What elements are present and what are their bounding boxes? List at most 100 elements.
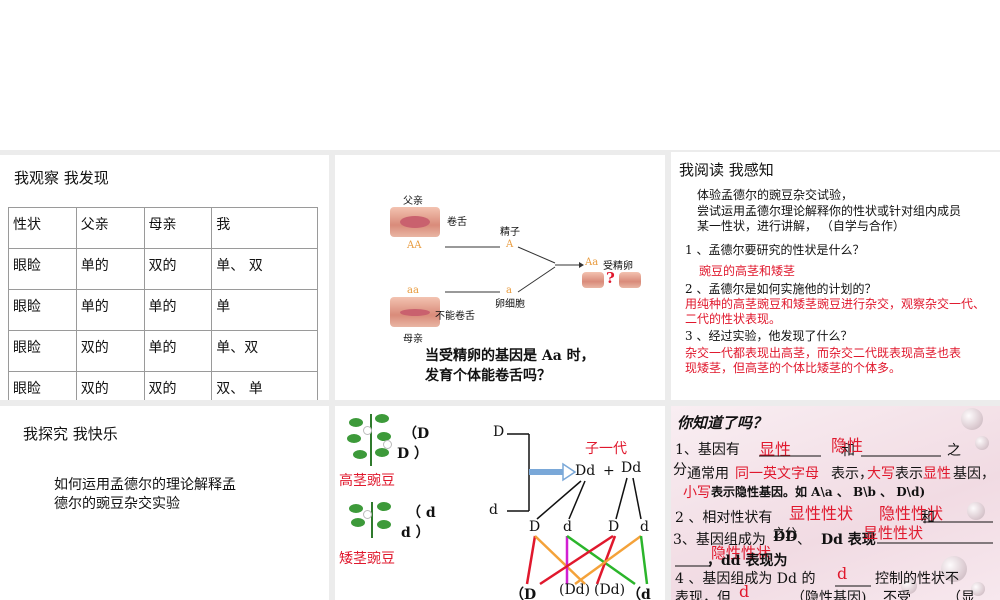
blank-underlines xyxy=(675,455,993,587)
body-line-2: 德尔的豌豆杂交实验 xyxy=(54,496,180,512)
line4-prefix: 2 、相对性状有 xyxy=(675,510,773,526)
table-cell: 双的 xyxy=(143,371,213,400)
table-row: 眼睑 单的 单的 单 xyxy=(8,289,318,331)
line8-b: （隐性基因) xyxy=(791,590,867,600)
decorative-bubble-icon xyxy=(971,582,985,596)
line2-b: 同一英文字母 xyxy=(735,466,819,482)
cross-diagram-lines xyxy=(507,433,649,586)
table-cell: 单的 xyxy=(143,330,213,372)
table-cell: 单的 xyxy=(75,289,145,331)
line3-a: 小写 xyxy=(683,485,711,501)
father-tongue-photo xyxy=(390,207,440,237)
line8-c: 不受 xyxy=(883,590,911,600)
answer-recessive-trait-2: 隐性性状 xyxy=(711,544,772,562)
line5-mid: 、 xyxy=(797,532,811,548)
answer-1: 豌豆的高茎和矮茎 xyxy=(699,264,796,278)
line5-paren: 之分 xyxy=(773,526,798,540)
answer-recessive: 隐性 xyxy=(831,436,864,455)
panel-title: 我观察 我发现 xyxy=(14,169,109,187)
table-cell: 单的 xyxy=(75,248,145,290)
f2-genotype: (Dd) xyxy=(594,582,626,598)
zygote-label: 受精卵 xyxy=(603,261,633,272)
table-cell: 单、双 xyxy=(211,330,318,372)
table-cell: 双的 xyxy=(75,330,145,372)
line2-d: 大写 xyxy=(867,466,895,482)
question-line-2: 发育个体能卷舌吗？ xyxy=(425,368,551,384)
line2-c: 表示， xyxy=(831,466,873,482)
decorative-bubble-icon xyxy=(941,556,967,582)
table-row: 眼睑 双的 双的 双、 单 xyxy=(8,371,318,400)
tall-pea-plant-icon xyxy=(339,410,403,468)
traits-table: 性状 父亲 母亲 我 眼睑 单的 双的 单、 双 眼睑 单的 单的 单 眼睑 双… xyxy=(8,207,318,400)
decorative-bubble-icon xyxy=(901,578,917,594)
question-mark: ? xyxy=(606,269,615,287)
f1-right-genotype: Dd xyxy=(621,460,642,476)
sperm-label: 精子 xyxy=(500,227,520,238)
cross-arrows xyxy=(445,246,584,293)
line2-f: 显性 xyxy=(923,466,951,482)
answer-dominant-trait: 显性性状 xyxy=(789,504,854,523)
table-cell: 双的 xyxy=(75,371,145,400)
answer-3-line-1: 杂交一代都表现出高茎，而杂交二代既表现高茎也表 xyxy=(685,346,962,360)
panel-read-perceive: 我阅读 我感知 体验孟德尔的豌豆杂交试验， 尝试运用孟德尔理论解释你的性状或针对… xyxy=(671,152,1000,400)
short-gene-open: （ d xyxy=(407,505,436,521)
line2-cont: 分 xyxy=(673,462,687,478)
table-cell: 单的 xyxy=(143,289,213,331)
gamete: d xyxy=(640,519,649,535)
line5-dd2: Dd 表现 xyxy=(821,532,876,548)
father-genotype: AA xyxy=(407,240,422,251)
mother-tongue-photo xyxy=(390,297,440,327)
line8-answer: d xyxy=(739,582,750,600)
tall-pea-label: 高茎豌豆 xyxy=(339,473,395,489)
zygote-photo-left xyxy=(582,272,604,288)
table-header-cell: 我 xyxy=(211,207,318,249)
decorative-bubble-icon xyxy=(967,502,985,520)
f1-plus: + xyxy=(603,463,615,479)
answer-recessive-trait: 隐性性状 xyxy=(879,504,944,523)
line6-dd: ，dd 表现为 xyxy=(707,553,788,569)
table-row: 眼睑 双的 单的 单、双 xyxy=(8,330,318,372)
panel-explore-enjoy: 我探究 我快乐 如何运用孟德尔的理论解释孟 德尔的豌豆杂交实验 xyxy=(0,406,329,600)
short-gene-close: d ） xyxy=(401,525,430,541)
panel-title: 你知道了吗？ xyxy=(677,414,768,432)
mother-genotype: aa xyxy=(407,285,419,296)
line3-b: 表示隐性基因。如 A\a 、 B\b 、 D\d) xyxy=(711,485,926,499)
table-cell: 双、 单 xyxy=(211,371,318,400)
answer-dominant: 显性 xyxy=(759,440,792,459)
f2-genotype: （d xyxy=(627,587,651,600)
f1-label: 子一代 xyxy=(585,441,627,457)
f2-genotype: (Dd) xyxy=(559,582,591,598)
gamete: D xyxy=(529,519,541,535)
panel-observe-discover: 我观察 我发现 性状 父亲 母亲 我 眼睑 单的 双的 单、 双 眼睑 单的 单… xyxy=(0,155,329,400)
table-header-cell: 性状 xyxy=(8,207,77,249)
table-cell: 双的 xyxy=(143,248,213,290)
intro-line-2: 尝试运用孟德尔理论解释你的性状或针对组内成员 xyxy=(697,204,962,218)
line1-prefix: 1、基因有 xyxy=(675,442,740,458)
panel-title: 我探究 我快乐 xyxy=(23,425,118,443)
line5-prefix: 3、基因组成为 xyxy=(673,532,766,548)
table-cell: 单、 双 xyxy=(211,248,318,290)
table-header-row: 性状 父亲 母亲 我 xyxy=(8,207,318,249)
question-1: 1 、孟德尔要研究的性状是什么？ xyxy=(685,243,865,257)
table-header-cell: 母亲 xyxy=(143,207,213,249)
no-roll-label: 不能卷舌 xyxy=(435,311,475,322)
gamete: D xyxy=(608,519,620,535)
line4-and: 和 xyxy=(921,510,935,526)
intro-line-3: 某一性状，进行讲解， （自学与合作） xyxy=(697,219,905,233)
line7-prefix: 4 、基因组成为 Dd 的 xyxy=(675,571,816,587)
answer-2-line-1: 用纯种的高茎豌豆和矮茎豌豆进行杂交，观察杂交一代、 xyxy=(685,297,986,311)
short-pea-label: 矮茎豌豆 xyxy=(339,551,395,567)
body-line-1: 如何运用孟德尔的理论解释孟 xyxy=(54,477,236,493)
father-label: 父亲 xyxy=(403,196,423,207)
line8-a: 表现，但 xyxy=(675,590,731,600)
question-line-1: 当受精卵的基因是 Aa 时， xyxy=(425,348,595,364)
answer-2-line-2: 二代的性状表现。 xyxy=(685,312,782,326)
panel-pea-cross: （D D ） 高茎豌豆 （ d d ） 矮茎豌豆 D d 子一代 Dd + Dd… xyxy=(335,406,665,600)
answer-dominant-trait-2: 显性性状 xyxy=(863,524,924,542)
question-3: 3 、经过实验，他发现了什么？ xyxy=(685,329,853,343)
table-header-cell: 父亲 xyxy=(75,207,145,249)
table-row: 眼睑 单的 双的 单、 双 xyxy=(8,248,318,290)
egg-label: 卵细胞 xyxy=(495,299,525,310)
table-cell: 眼睑 xyxy=(8,289,77,331)
top-blank-band xyxy=(0,0,1000,150)
